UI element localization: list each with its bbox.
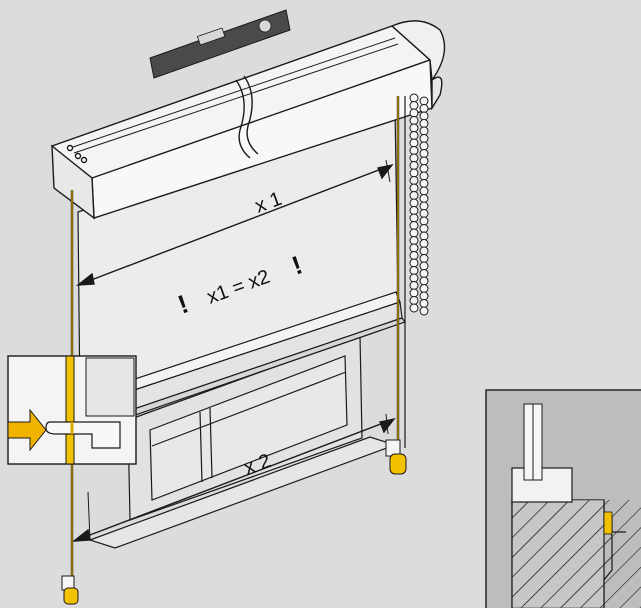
chain-bead [409,146,419,155]
chain-bead [419,201,429,211]
spirit-level-icon [149,9,291,79]
chain-bead [409,183,419,193]
chain-bead [419,209,429,218]
chain-bead [419,134,429,143]
chain-bead [419,246,429,256]
chain-bead [419,171,429,181]
chain-bead [409,273,419,283]
chain-bead [419,126,429,136]
chain-bead [419,224,429,233]
chain-bead [409,93,419,103]
chain-bead [419,156,429,166]
chain-bead [419,269,429,278]
chain-bead [419,284,429,293]
chain-bead [409,303,419,313]
chain-bead [409,131,419,140]
chain-bead [419,119,429,128]
chain-bead [419,254,429,263]
chain-bead [419,239,429,248]
chain-bead [409,236,419,245]
chain-bead [409,296,419,305]
chain-bead [409,198,419,208]
chain-bead [409,243,419,253]
chain-bead [409,191,419,200]
chain-bead [409,288,419,298]
chain-bead [409,281,419,290]
detail-inset-right [485,389,641,608]
chain-bead [419,299,429,308]
chain-bead [409,258,419,268]
chain-bead [409,176,419,185]
chain-bead [419,186,429,196]
chain-bead [419,141,429,151]
chain-bead [409,168,419,178]
chain-bead [409,153,419,163]
chain-bead [419,276,429,286]
cassette-headrail [50,20,446,220]
bottom-rail [77,291,406,433]
chain-bead [409,123,419,133]
ball-chain [409,93,429,316]
detail-inset-left [7,355,137,465]
chain-bead [419,179,429,188]
chain-bead [409,108,419,118]
measurement-x2 [71,413,396,542]
chain-bead [409,221,419,230]
chain-bead [419,291,429,301]
chain-bead [409,251,419,260]
chain-bead [409,116,419,125]
chain-bead [409,206,419,215]
chain-bead [419,261,429,271]
chain-bead [419,149,429,158]
chain-bead [409,213,419,223]
chain-bead [419,96,429,106]
chain-bead [419,111,429,121]
chain-bead [409,266,419,275]
right-cord [385,96,407,475]
chain-bead [409,228,419,238]
chain-bead [409,101,419,110]
chain-bead [419,231,429,241]
yellow-arrow-icon [7,408,47,452]
chain-bead [419,306,429,316]
chain-bead [419,164,429,173]
window-frame [88,335,397,549]
chain-bead [409,138,419,148]
chain-bead [419,104,429,113]
chain-bead [419,216,429,226]
measurement-x1 [75,159,394,286]
chain-bead [419,194,429,203]
chain-bead [409,161,419,170]
